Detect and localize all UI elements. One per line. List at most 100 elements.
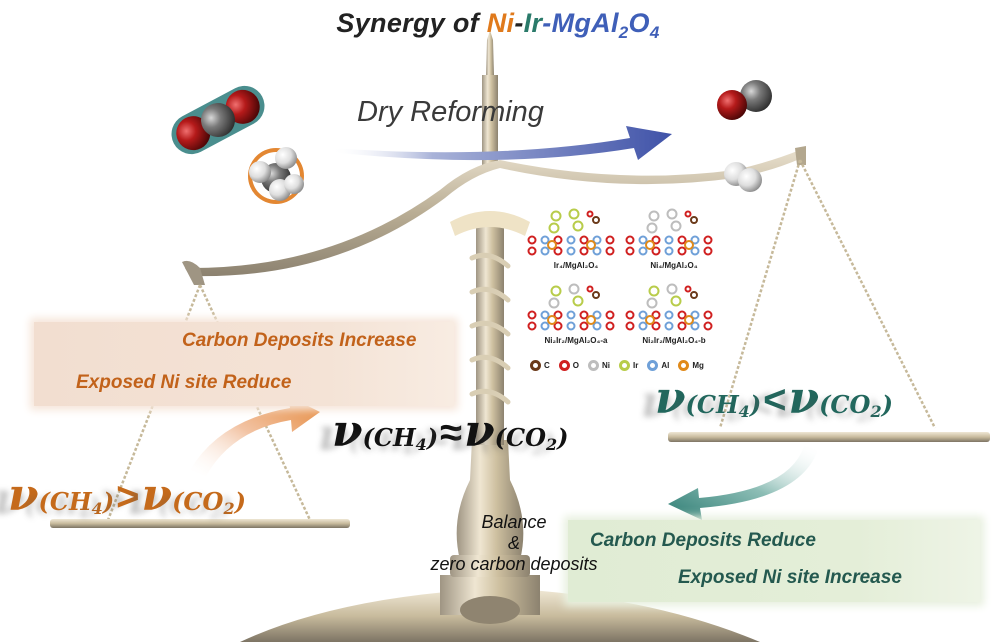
term-close: ) — [749, 390, 762, 419]
cluster-atom — [666, 208, 678, 220]
al-atom — [592, 321, 602, 331]
al-atom — [664, 321, 674, 331]
term-subscript: 2 — [546, 435, 558, 454]
legend-ni-icon — [588, 360, 600, 371]
legend-label: Al — [661, 361, 670, 370]
o-atom — [625, 321, 635, 331]
legend-label: Ni — [602, 361, 611, 370]
nu-symbol: ν — [655, 373, 686, 424]
o-atom — [553, 235, 563, 245]
title-sub-4: 4 — [649, 23, 660, 42]
title-ir: Ir — [523, 8, 543, 38]
o-atom — [684, 285, 692, 293]
o-atom — [527, 321, 537, 331]
nu-symbol: ν — [332, 406, 363, 457]
o-atom — [677, 235, 687, 245]
c-atom — [690, 216, 698, 224]
term-close: ) — [426, 423, 439, 452]
o-atom — [625, 310, 635, 320]
al-atom — [638, 246, 648, 256]
c-atom — [592, 216, 600, 224]
o-atom — [579, 235, 589, 245]
orange-curved-arrow — [190, 396, 320, 476]
approx-operator: ≈ — [440, 411, 463, 455]
legend-item: Ni — [588, 360, 610, 371]
o-atom — [553, 246, 563, 256]
o-atom — [703, 246, 713, 256]
ch4-molecule-icon — [248, 147, 304, 204]
o-atom — [579, 310, 589, 320]
structures-panel: Ir₄/MgAl₂O₄ Ni₄/MgAl₂O₄ Ni₂Ir₂/MgAl₂O₄-a… — [526, 206, 722, 376]
equation-ch4-approx-co2: ν(CH4)≈ν(CO2) — [332, 406, 569, 457]
al-atom — [592, 310, 602, 320]
cluster-atom — [572, 220, 584, 232]
o-atom — [677, 246, 687, 256]
mg-atom — [547, 315, 557, 325]
title-dash: - — [514, 8, 524, 38]
mg-atom — [645, 240, 655, 250]
o-atom — [579, 321, 589, 331]
al-atom — [690, 321, 700, 331]
al-atom — [540, 321, 550, 331]
structure-model — [527, 283, 615, 331]
left-pan — [50, 519, 350, 528]
o-atom — [703, 310, 713, 320]
right-box-line2: Exposed Ni site Increase — [678, 567, 902, 588]
cluster-atom — [572, 295, 584, 307]
legend-label: O — [572, 361, 580, 370]
atom-legend: C O Ni Ir Al Mg — [530, 360, 704, 371]
term-text: (CH — [38, 487, 92, 516]
term-text: (CO — [172, 487, 224, 516]
o-atom — [605, 321, 615, 331]
o-atom — [553, 310, 563, 320]
o-atom — [651, 235, 661, 245]
al-atom — [664, 310, 674, 320]
co2-molecule-icon — [171, 85, 265, 155]
cluster-atom — [646, 222, 658, 234]
nu-symbol: ν — [141, 470, 173, 521]
o-atom — [625, 246, 635, 256]
legend-item: O — [558, 360, 580, 371]
co2-term: (CO2) — [495, 423, 569, 454]
al-atom — [638, 235, 648, 245]
co-molecule-icon — [717, 80, 772, 120]
term-subscript: 4 — [738, 402, 750, 421]
term-close: ) — [102, 487, 115, 516]
ch4-term: (CH4) — [686, 390, 762, 421]
mg-atom — [645, 315, 655, 325]
figure-title: Synergy of Ni-Ir-MgAl2O4 — [0, 8, 996, 43]
term-close: ) — [881, 390, 893, 419]
term-text: (CO — [819, 390, 871, 419]
balance-caption: Balance & zero carbon deposits — [404, 512, 624, 575]
cluster-atom — [666, 283, 678, 295]
al-atom — [566, 235, 576, 245]
balance-line: Balance — [481, 512, 547, 532]
legend-o-icon — [558, 360, 570, 371]
al-atom — [638, 321, 648, 331]
al-atom — [690, 246, 700, 256]
ch4-term: (CH4) — [362, 423, 439, 454]
o-atom — [703, 235, 713, 245]
term-close: ) — [557, 423, 569, 452]
al-atom — [566, 246, 576, 256]
legend-item: Mg — [678, 360, 704, 371]
co2-term: (CO2) — [172, 487, 246, 518]
o-atom — [579, 246, 589, 256]
al-atom — [638, 310, 648, 320]
equation-ch4-greater-co2: ν(CH4)>ν(CO2) — [8, 470, 246, 521]
cluster-atom — [548, 297, 560, 309]
legend-item: C — [530, 360, 550, 371]
scale-column — [450, 30, 530, 577]
term-subscript: 4 — [91, 499, 103, 518]
dry-reforming-label: Dry Reforming — [357, 96, 544, 128]
cluster-atom — [646, 297, 658, 309]
ampersand-line: & — [507, 533, 520, 553]
al-atom — [664, 235, 674, 245]
o-atom — [527, 310, 537, 320]
legend-c-icon — [530, 360, 541, 371]
term-subscript: 4 — [415, 435, 427, 454]
nu-symbol: ν — [788, 373, 820, 424]
term-text: (CH — [362, 423, 416, 452]
o-atom — [651, 321, 661, 331]
c-atom — [592, 291, 600, 299]
